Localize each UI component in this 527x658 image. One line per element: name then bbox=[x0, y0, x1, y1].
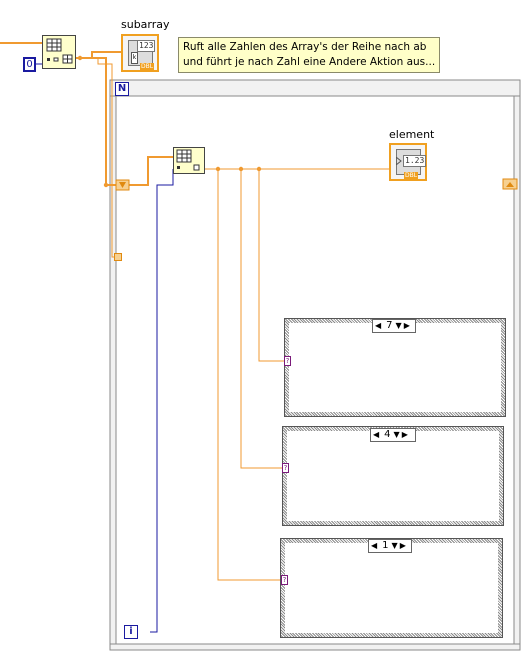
comment-line-2: und führt je nach Zahl eine Andere Aktio… bbox=[183, 56, 436, 68]
case-structure-7[interactable] bbox=[284, 318, 506, 417]
wire-iteration bbox=[150, 169, 174, 633]
subarray-type: DBL bbox=[140, 63, 155, 70]
dropdown-arrow-icon[interactable]: ▼ bbox=[393, 430, 400, 439]
comment-line-1: Ruft alle Zahlen des Array's der Reihe n… bbox=[183, 41, 427, 53]
element-indicator[interactable]: 1.23 DBL bbox=[389, 143, 427, 181]
input-arrow-icon bbox=[396, 157, 402, 165]
case-selector-7[interactable]: ◀ 7 ▼ ▶ bbox=[372, 319, 416, 333]
decrement-arrow-icon[interactable]: ◀ bbox=[373, 430, 380, 439]
subarray-indicator[interactable]: 123 k DBL bbox=[121, 34, 159, 72]
case-selector-value: 7 bbox=[386, 320, 393, 331]
wire-subarray-shift bbox=[97, 58, 116, 258]
index-icon: k bbox=[131, 52, 138, 64]
decrement-arrow-icon[interactable]: ◀ bbox=[375, 321, 382, 330]
subarray-label: subarray bbox=[121, 18, 170, 31]
array-function-icon bbox=[46, 38, 73, 64]
case-selector-terminal-4: ? bbox=[282, 463, 289, 473]
subarray-terminal-text: 123 bbox=[137, 40, 156, 52]
case-selector-4[interactable]: ◀ 4 ▼ ▶ bbox=[370, 428, 416, 442]
constant-zero[interactable]: 0 bbox=[23, 57, 36, 72]
delete-from-array-node[interactable] bbox=[42, 35, 76, 69]
element-label: element bbox=[389, 128, 435, 141]
wire-subarray-loop bbox=[80, 57, 116, 186]
wire-case-7 bbox=[258, 169, 286, 362]
dropdown-arrow-icon[interactable]: ▼ bbox=[391, 541, 398, 550]
increment-arrow-icon[interactable]: ▶ bbox=[399, 541, 406, 550]
loop-count-terminal[interactable]: N bbox=[115, 82, 129, 96]
element-type: DBL bbox=[404, 172, 419, 179]
increment-arrow-icon[interactable]: ▶ bbox=[403, 321, 410, 330]
element-terminal-text: 1.23 bbox=[403, 155, 427, 167]
case-structure-4[interactable] bbox=[282, 426, 504, 526]
case-selector-terminal-7: ? bbox=[284, 356, 291, 366]
index-array-icon bbox=[176, 149, 200, 171]
decrement-arrow-icon[interactable]: ◀ bbox=[371, 541, 378, 550]
increment-arrow-icon[interactable]: ▶ bbox=[401, 430, 408, 439]
comment-box[interactable]: Ruft alle Zahlen des Array's der Reihe n… bbox=[178, 37, 441, 73]
case-selector-1[interactable]: ◀ 1 ▼ ▶ bbox=[368, 539, 412, 553]
case-selector-value: 4 bbox=[384, 429, 391, 440]
wire-case-1 bbox=[217, 169, 283, 581]
index-array-node[interactable] bbox=[173, 147, 205, 174]
dropdown-arrow-icon[interactable]: ▼ bbox=[395, 321, 402, 330]
loop-iteration-terminal[interactable]: i bbox=[124, 625, 138, 639]
case-selector-value: 1 bbox=[382, 540, 389, 551]
loop-tunnel bbox=[114, 253, 122, 261]
case-selector-terminal-1: ? bbox=[281, 575, 288, 585]
case-structure-1[interactable] bbox=[280, 538, 503, 638]
wire-shift-to-index bbox=[128, 156, 173, 186]
wire-case-4 bbox=[240, 169, 284, 469]
